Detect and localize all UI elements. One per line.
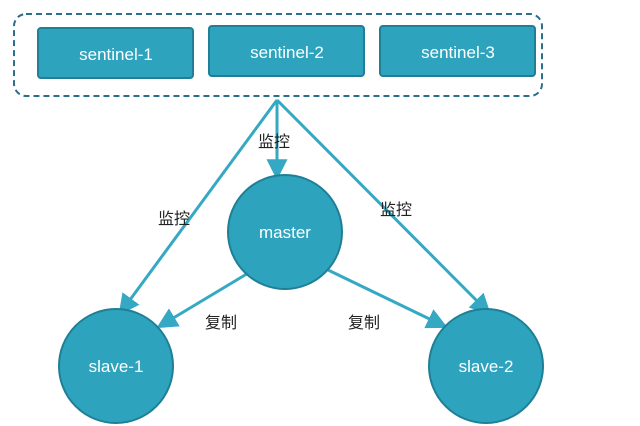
monitor-master-label: 监控 xyxy=(258,132,290,151)
sentinel-box xyxy=(379,25,536,77)
sentinel-node: sentinel-3 xyxy=(379,25,536,77)
monitor-slave-2-arrow xyxy=(275,98,491,315)
sentinel-node: sentinel-1 xyxy=(37,27,194,79)
sentinel-box xyxy=(208,25,365,77)
slave-circle xyxy=(58,308,174,424)
slave-label: slave-2 xyxy=(459,357,514,376)
slave-node: slave-2 xyxy=(428,308,544,424)
monitor-slave-1-arrow xyxy=(118,99,279,316)
monitor-slave-2-label: 监控 xyxy=(380,200,412,219)
slave-node: slave-1 xyxy=(58,308,174,424)
sentinel-box xyxy=(37,27,194,79)
sentinel-label: sentinel-1 xyxy=(79,45,153,64)
replicate-slave-1-label: 复制 xyxy=(205,313,237,332)
master-node: master xyxy=(227,174,343,290)
sentinel-node: sentinel-2 xyxy=(208,25,365,77)
slave-label: slave-1 xyxy=(89,357,144,376)
monitor-slave-1-label: 监控 xyxy=(158,209,190,228)
replicate-slave-2-arrow xyxy=(325,267,448,329)
replicate-slave-2-label: 复制 xyxy=(348,313,380,332)
master-label: master xyxy=(259,223,311,242)
sentinel-label: sentinel-3 xyxy=(421,43,495,62)
sentinel-group-border xyxy=(13,13,543,97)
master-circle xyxy=(227,174,343,290)
slave-circle xyxy=(428,308,544,424)
sentinel-label: sentinel-2 xyxy=(250,43,324,62)
replicate-slave-1-arrow xyxy=(156,270,251,329)
